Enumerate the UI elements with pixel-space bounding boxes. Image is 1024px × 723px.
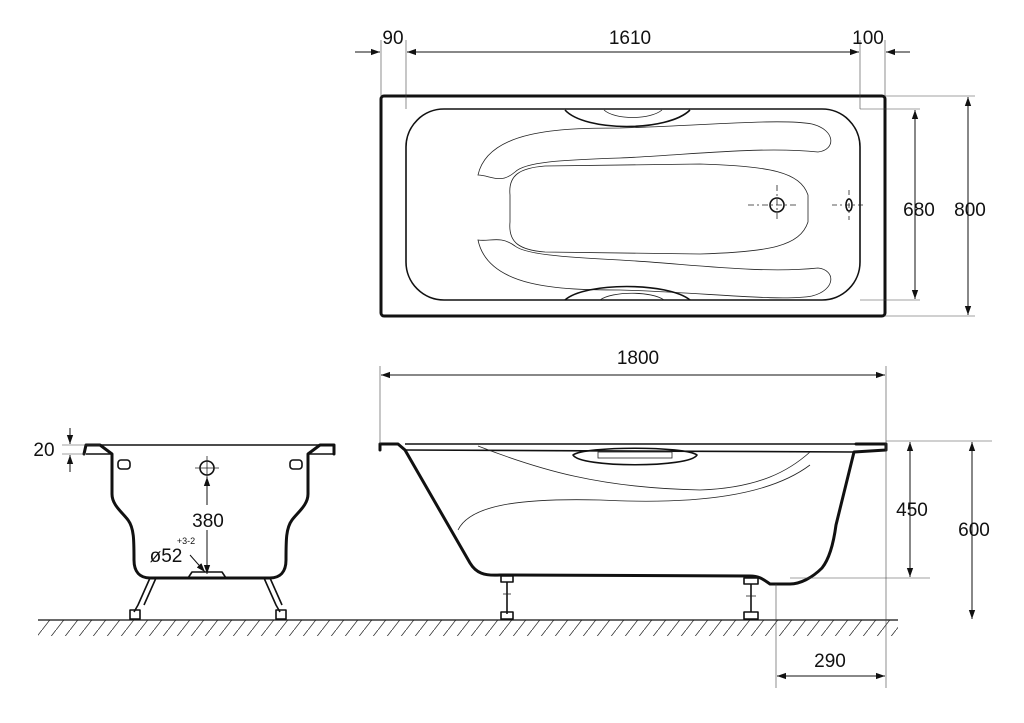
dim-outer-width: 800: [954, 200, 986, 221]
dim-inner-width: 680: [903, 200, 935, 221]
dim-inner-length: 1610: [609, 28, 651, 49]
leg-left-icon: [500, 575, 514, 620]
side-view: 1800 450 600 290: [378, 348, 992, 688]
end-leg-left-icon: [129, 577, 157, 620]
dim-drain-height: 380: [192, 511, 224, 532]
dim-offset-left: 90: [382, 28, 403, 49]
floor-line: [38, 619, 898, 636]
dim-drain-offset: 290: [814, 651, 846, 672]
top-view: 90 1610 100 680 800: [355, 28, 986, 318]
end-leg-right-icon: [263, 577, 287, 620]
end-view: 20 380 ø52 +3-2: [33, 428, 336, 620]
side-handle-icon: [572, 447, 698, 466]
dim-total-length: 1800: [617, 348, 659, 369]
dim-drain-tolerance: +3-2: [177, 536, 195, 546]
tub-inner-basin: [405, 108, 861, 301]
tub-side-profile: [378, 442, 888, 586]
dim-offset-right: 100: [852, 28, 884, 49]
dim-total-height: 600: [958, 520, 990, 541]
dim-drain-diameter: ø52: [150, 546, 183, 567]
overflow-icon: [832, 190, 866, 220]
handle-top-icon: [564, 109, 691, 128]
end-drain-icon: [195, 456, 219, 480]
dim-rim-thickness: 20: [33, 440, 54, 461]
dim-inner-depth: 450: [896, 500, 928, 521]
handle-bottom-icon: [564, 285, 691, 301]
tub-end-profile: [82, 443, 336, 580]
leg-right-icon: [743, 577, 759, 620]
drain-icon: [748, 185, 797, 222]
tub-outer-rim: [379, 94, 887, 318]
